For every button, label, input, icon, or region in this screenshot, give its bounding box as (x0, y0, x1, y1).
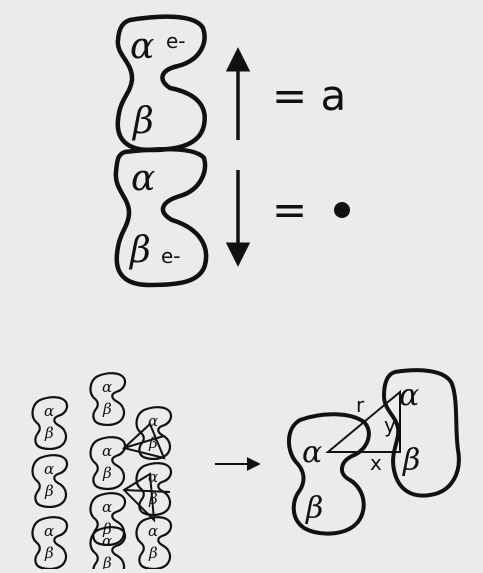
big-left-alpha: α (302, 435, 322, 470)
unit-up-beta: β (131, 101, 154, 142)
small-unit-beta: β (148, 434, 158, 452)
small-unit-outline (89, 526, 127, 573)
distance-label-r: r (356, 393, 365, 417)
small-unit-alpha: α (148, 522, 158, 540)
small-unit: αβ (135, 516, 173, 571)
small-unit-outline (31, 396, 69, 451)
distance-label-x: x (370, 451, 382, 475)
big-unit-left: α β (287, 412, 371, 536)
small-unit-outline (135, 516, 173, 571)
small-unit-alpha: α (102, 442, 112, 460)
unit-down-alpha: α (131, 158, 155, 199)
unit-up-alpha-electron: e- (166, 29, 186, 53)
lattice-line-upper (123, 435, 165, 449)
small-unit-outline (135, 406, 173, 461)
lattice-triangle-lower (122, 472, 156, 523)
unit-down-outline (113, 146, 209, 288)
unit-up-alpha: α (130, 26, 154, 67)
small-unit-alpha: α (44, 460, 54, 478)
unit-spin-up: α e- β (115, 14, 207, 153)
equals-dot-label: = (272, 185, 307, 234)
small-unit: αβ (31, 516, 69, 571)
small-unit-beta: β (44, 482, 54, 500)
dot-symbol (334, 202, 350, 218)
small-unit-beta: β (44, 424, 54, 442)
small-unit-alpha: α (44, 522, 54, 540)
big-left-beta: β (305, 491, 323, 526)
small-unit-beta: β (102, 554, 112, 569)
big-unit-right: α β (381, 368, 461, 498)
small-unit-outline (31, 454, 69, 509)
big-right-alpha: α (399, 378, 419, 413)
small-unit: αβ (89, 436, 127, 491)
unit-up-outline (115, 14, 207, 153)
small-unit-alpha: α (44, 402, 54, 420)
small-unit-outline (89, 372, 127, 427)
unit-down-beta: β (128, 230, 151, 271)
small-unit-alpha: α (148, 412, 158, 430)
lattice-line-lower (123, 489, 171, 493)
equals-a-label: = a (272, 71, 346, 120)
small-unit: αβ (31, 454, 69, 509)
small-unit-beta: β (102, 464, 112, 482)
small-unit-beta: β (44, 544, 54, 562)
unit-spin-down: α β e- (113, 146, 209, 288)
small-unit-beta: β (148, 544, 158, 562)
small-unit-beta: β (102, 520, 112, 538)
small-unit-alpha: α (102, 498, 112, 516)
distance-label-y: y (384, 413, 396, 437)
big-left-outline (287, 412, 371, 536)
small-unit-alpha: α (102, 532, 112, 550)
small-unit: αβ (89, 372, 127, 427)
small-unit-alpha: α (148, 468, 158, 486)
small-unit-beta: β (102, 400, 112, 418)
small-unit: αβ (31, 396, 69, 451)
small-unit: αβ (89, 492, 127, 547)
unit-down-beta-electron: e- (161, 244, 181, 268)
big-right-outline (381, 368, 461, 498)
big-right-beta: β (402, 443, 420, 478)
small-unit: αβ (89, 526, 127, 573)
lattice-triangle-upper (121, 422, 166, 460)
small-unit-alpha: α (102, 378, 112, 396)
small-unit: αβ (135, 406, 173, 461)
small-unit-outline (31, 516, 69, 571)
small-unit-outline (89, 492, 127, 547)
